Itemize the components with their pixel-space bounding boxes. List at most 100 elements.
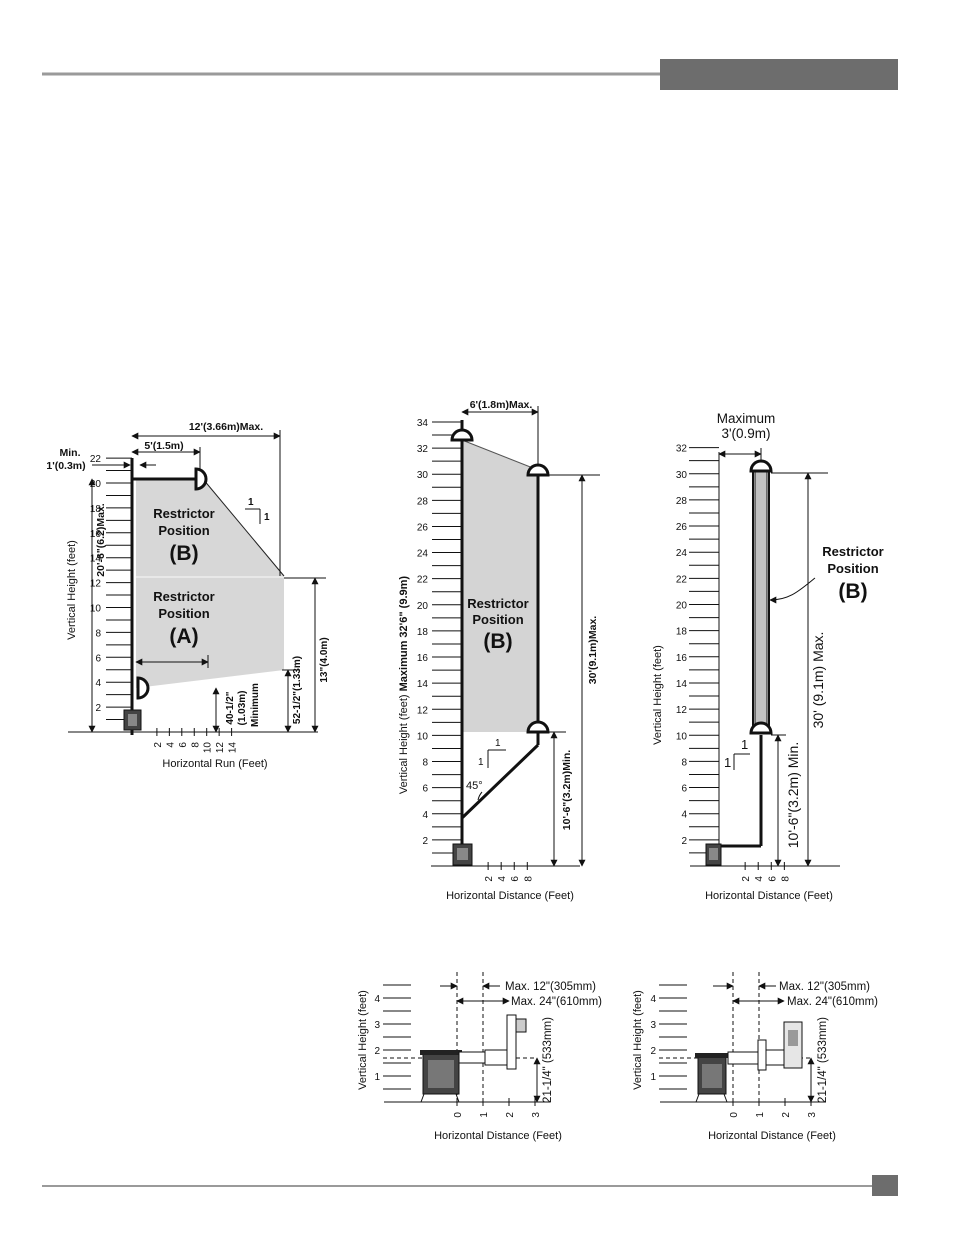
diagram3-y-tick-label: 30 <box>676 470 688 481</box>
header-tab <box>660 59 898 90</box>
diagram3-x-tick-label: 4 <box>754 876 765 882</box>
diagram3-shaded-pipe <box>754 465 768 729</box>
diagram2-label-10: 10'-6"(3.2m)Min. <box>561 750 573 830</box>
diagram2-termination-cap-right <box>526 463 550 477</box>
diagram1-slope-rise: 1 <box>248 497 254 508</box>
diagram1-y-title: Vertical Height (feet) <box>66 540 78 640</box>
diagram3-label-10: 10'-6"(3.2m) Min. <box>785 742 801 848</box>
diagram3-x-tick-label: 2 <box>741 876 752 882</box>
diagram4-y-tick-label: 3 <box>374 1020 380 1031</box>
diagram5-x-tick-label: 1 <box>755 1112 766 1118</box>
diagram2-y-tick-label: 28 <box>417 496 429 507</box>
diagram5-y-tick-label: 3 <box>650 1020 656 1031</box>
diagram2-y-tick-label: 8 <box>422 758 428 769</box>
diagram3-y-tick-label: 10 <box>676 731 688 742</box>
diagram5-cap-grille <box>788 1030 798 1046</box>
diagram2-angle-label: 45° <box>466 780 483 792</box>
diagram5-y-tick-label: 4 <box>650 994 656 1005</box>
diagram2-y-tick-label: 6 <box>422 784 428 795</box>
diagram2-y-tick-label: 20 <box>417 601 429 612</box>
diagram2-label-30: 30'(9.1m)Max. <box>587 616 599 685</box>
diagram2-angled-pipe <box>460 743 540 820</box>
diagram2-y-title-text: Vertical Height (feet) <box>398 694 410 794</box>
diagram5-y-tick-label: 2 <box>650 1046 656 1057</box>
diagram4-vent-pipe <box>458 1051 486 1064</box>
diagram5-stove-icon <box>695 1053 729 1103</box>
diagram2-y-tick-label: 2 <box>422 836 428 847</box>
diagram1-restrictor-b-line2: Position <box>158 523 209 538</box>
diagram2-x-tick-label: 8 <box>523 876 534 882</box>
diagram1-y-tick-label: 2 <box>95 703 101 714</box>
diagram2-y-tick-label: 34 <box>417 418 429 429</box>
diagram5-vent-pipe <box>727 1051 759 1065</box>
diagram2-y-tick-label: 18 <box>417 627 429 638</box>
diagram2-shaded-area <box>462 440 538 732</box>
diagram5-vent-coupler <box>765 1049 785 1066</box>
diagram5-y-tick-label: 1 <box>650 1072 656 1083</box>
diagram4-y-tick-label: 2 <box>374 1046 380 1057</box>
diagram2-restrictor-letter: (B) <box>483 630 512 653</box>
diagram3-x-title: Horizontal Distance (Feet) <box>705 890 833 902</box>
diagram4-label-21: 21-1/4" (533mm) <box>542 1017 554 1103</box>
diagram4-vent-coupler <box>484 1049 508 1066</box>
diagram3-slope-run: 1 <box>724 755 731 770</box>
diagram3-x-tick-label: 6 <box>767 876 778 882</box>
diagram2-slope-rise: 1 <box>495 738 501 749</box>
diagram1-label-5ft: 5'(1.5m) <box>144 440 183 452</box>
diagram1-slope-line <box>202 478 285 577</box>
diagram1-stove-icon <box>123 709 142 731</box>
diagram4-y-tick-label: 4 <box>374 994 380 1005</box>
diagram1-y-tick-label: 6 <box>95 653 101 664</box>
diagram3-y-tick-label: 2 <box>681 836 687 847</box>
diagram1-termination-cap-top <box>194 467 208 491</box>
diagram2-x-tick-label: 6 <box>510 876 521 882</box>
diagram4-label-max24: Max. 24"(610mm) <box>511 996 602 1008</box>
diagram5-label-max12: Max. 12"(305mm) <box>779 981 870 993</box>
diagram3-y-tick-label: 24 <box>676 548 688 559</box>
diagram1-restrictor-a-line1: Restrictor <box>153 589 214 604</box>
diagram4-termination-cap <box>506 1014 517 1070</box>
diagram3-label-30: 30' (9.1m) Max. <box>810 632 826 729</box>
diagram4-x-tick-label: 3 <box>531 1112 542 1118</box>
diagram3-restrictor-letter: (B) <box>838 580 867 603</box>
diagram1-label-20ft: 20'-6"(6.2)Max. <box>95 503 107 577</box>
diagram4-cap-detail <box>515 1018 527 1033</box>
diagram2-y-tick-label: 22 <box>417 575 429 586</box>
diagram1-x-title: Horizontal Run (Feet) <box>162 758 267 770</box>
diagram1-restrictor-b-letter: (B) <box>169 542 198 565</box>
diagram2-angle-arc <box>477 791 483 801</box>
diagram2-termination-cap-left <box>450 428 474 442</box>
diagram2-label-6ft: 6'(1.8m)Max. <box>470 399 533 411</box>
diagram3-max-label: Maximum <box>717 411 776 426</box>
diagram1-y-tick-label: 18 <box>90 504 102 515</box>
diagram1-label-min: Min. <box>60 447 81 459</box>
diagram1-label-40-metric: (1.03m) <box>237 690 248 725</box>
diagram5-x-tick-label: 2 <box>781 1112 792 1118</box>
diagram3-restrictor-line1: Restrictor <box>822 544 883 559</box>
diagram5-label-21: 21-1/4" (533mm) <box>817 1017 829 1103</box>
diagram2-x-tick-label: 2 <box>484 876 495 882</box>
diagram2-x-tick-label: 4 <box>497 876 508 882</box>
diagram3-y-tick-label: 16 <box>676 653 688 664</box>
diagram3-y-tick-label: 14 <box>676 679 688 690</box>
diagram1-x-tick-label: 2 <box>153 742 164 748</box>
diagram1-restrictor-a-line2: Position <box>158 606 209 621</box>
diagram1-y-tick-label: 22 <box>90 454 102 465</box>
diagram2-restrictor-line2: Position <box>472 612 523 627</box>
diagram1-label-12ft: 12'(3.66m)Max. <box>189 421 263 433</box>
diagram1-termination-cap-bottom <box>136 676 150 700</box>
diagram5-x-title: Horizontal Distance (Feet) <box>708 1130 836 1142</box>
diagram2-y-tick-label: 32 <box>417 444 429 455</box>
diagram2-y-title: Vertical Height (feet) Maximum 32'6" (9.… <box>398 576 410 794</box>
diagram1-y-tick-label: 12 <box>90 579 102 590</box>
diagram3-y-title: Vertical Height (feet) <box>652 645 664 745</box>
